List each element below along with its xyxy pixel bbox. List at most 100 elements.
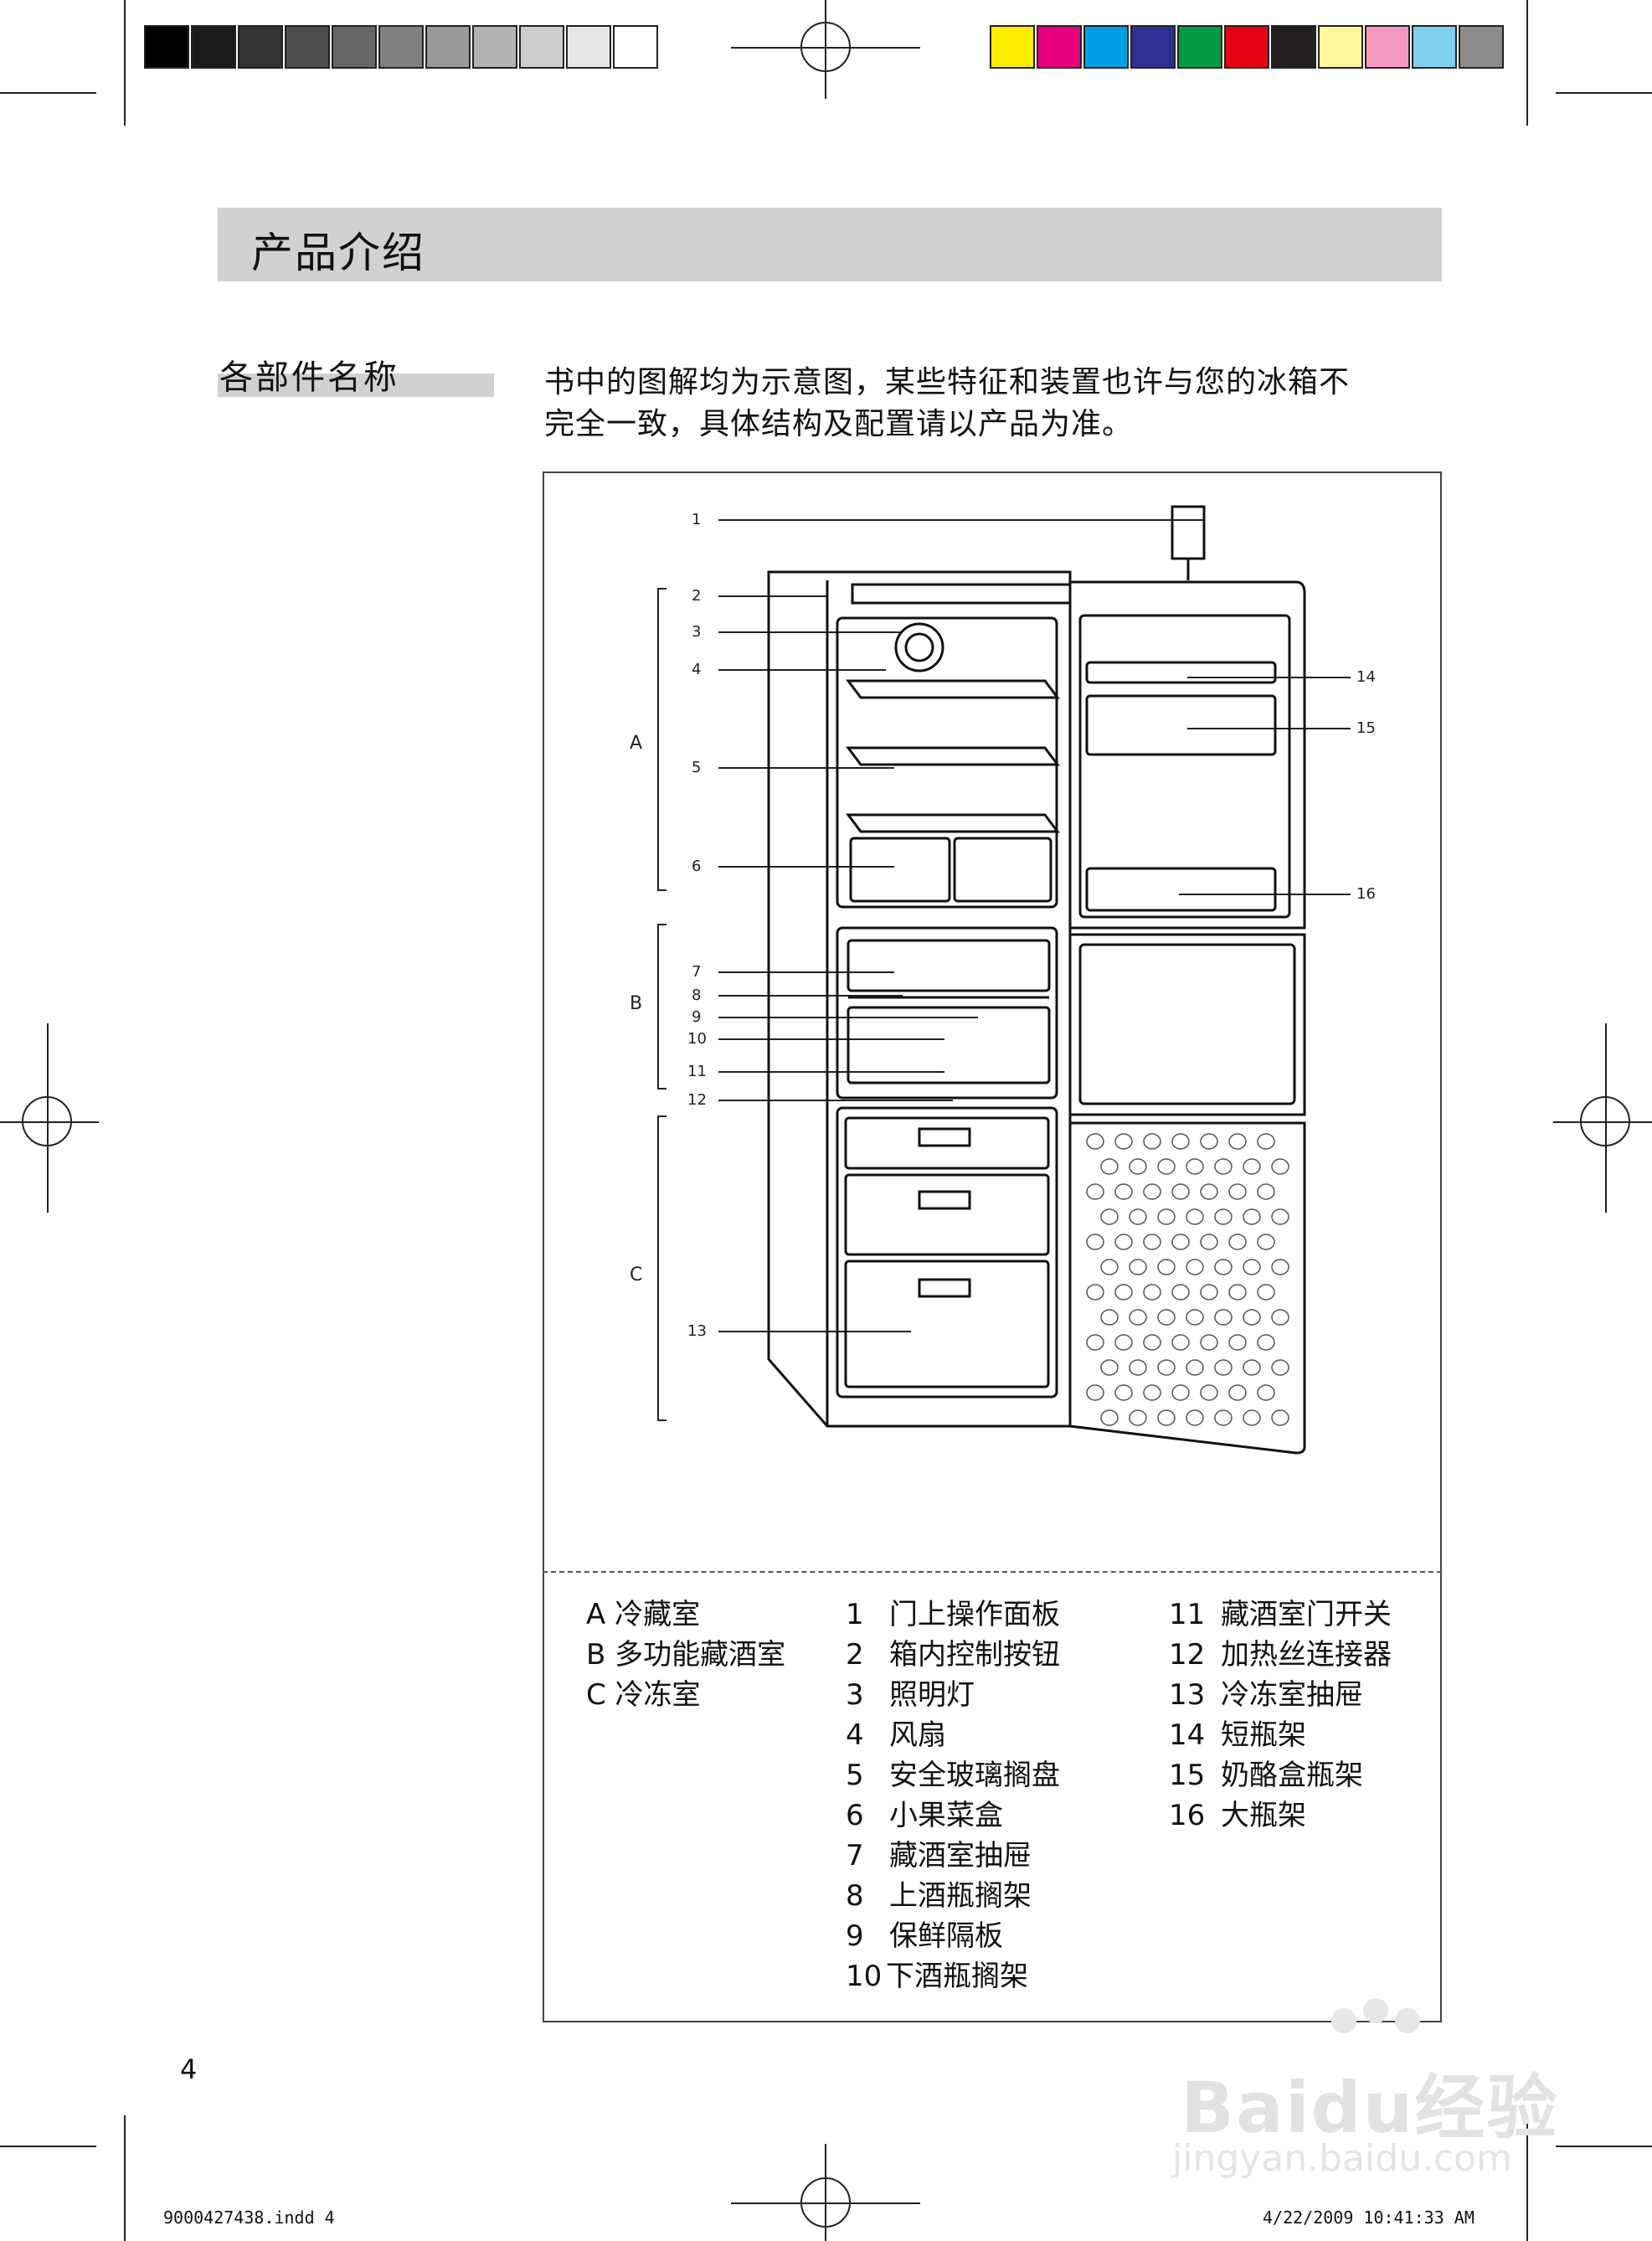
door-bump xyxy=(1243,1409,1261,1426)
door-bump xyxy=(1228,1284,1247,1301)
door-bump xyxy=(1100,1259,1119,1275)
door-bump xyxy=(1271,1409,1289,1426)
door-bump xyxy=(1228,1234,1247,1250)
crisper-right xyxy=(953,837,1052,903)
door-bump xyxy=(1243,1259,1261,1275)
door-bump xyxy=(1243,1309,1261,1326)
fridge-compartment xyxy=(836,616,1058,909)
gray-swatch-3 xyxy=(285,25,330,69)
callout-5: 5 xyxy=(692,759,702,776)
zone-bracket-a xyxy=(657,588,666,891)
door-bump xyxy=(1157,1359,1176,1376)
cheese-box-rack xyxy=(1085,694,1277,756)
door-bump xyxy=(1228,1133,1247,1150)
door-bump xyxy=(1214,1158,1233,1175)
door-bump xyxy=(1243,1359,1261,1376)
wine-drawer-upper xyxy=(847,939,1051,992)
short-bottle-rack xyxy=(1085,661,1277,684)
legend-zone-c: C 冷冻室 xyxy=(586,1678,701,1712)
zone-bracket-c xyxy=(657,1115,666,1421)
door-bump xyxy=(1214,1359,1233,1376)
callout-6: 6 xyxy=(692,858,702,875)
color-swatch-6 xyxy=(1271,25,1316,69)
door-bump xyxy=(1214,1409,1233,1426)
watermark-url: jingyan.baidu.com xyxy=(1172,2137,1513,2180)
door-bump xyxy=(1143,1133,1161,1150)
color-bar xyxy=(990,25,1505,69)
door-bump xyxy=(1114,1234,1133,1250)
door-bump xyxy=(1257,1384,1275,1401)
grayscale-bar xyxy=(144,25,660,69)
door-bump xyxy=(1186,1409,1204,1426)
color-swatch-3 xyxy=(1130,25,1176,69)
door-bump xyxy=(1200,1284,1218,1301)
legend-zone-a: A 冷藏室 xyxy=(586,1598,701,1631)
control-strip xyxy=(851,583,1072,605)
gray-swatch-10 xyxy=(613,25,658,69)
gray-swatch-8 xyxy=(519,25,564,69)
door-bump xyxy=(1214,1309,1233,1326)
crisper-left xyxy=(849,837,951,903)
callout-9: 9 xyxy=(692,1008,702,1026)
door-bump xyxy=(1086,1234,1104,1250)
door-bump xyxy=(1186,1259,1204,1275)
callout-13: 13 xyxy=(687,1322,707,1340)
page-number: 4 xyxy=(180,2053,198,2085)
door-bump xyxy=(1114,1183,1133,1200)
door-bump xyxy=(1257,1234,1275,1250)
door-bump xyxy=(1171,1334,1190,1351)
callout-8: 8 xyxy=(692,987,702,1004)
door-bump xyxy=(1143,1234,1161,1250)
door-bump xyxy=(1186,1208,1204,1225)
callout-10: 10 xyxy=(687,1030,707,1048)
glass-shelf-middle xyxy=(846,746,1060,766)
door-bump xyxy=(1129,1208,1147,1225)
callout-3: 3 xyxy=(692,623,702,641)
door-bump xyxy=(1228,1183,1247,1200)
door-bump xyxy=(1100,1158,1119,1175)
page-title: 产品介绍 xyxy=(251,229,425,277)
door-bump xyxy=(1271,1309,1289,1326)
fridge-cabinet xyxy=(767,570,1072,1428)
wine-compartment xyxy=(836,926,1058,1100)
diagram-frame xyxy=(543,471,1442,2022)
door-bump xyxy=(1271,1259,1289,1275)
door-bump xyxy=(1243,1208,1261,1225)
color-swatch-0 xyxy=(990,25,1035,69)
fridge-diagram xyxy=(657,505,1351,1455)
door-bump xyxy=(1100,1309,1119,1326)
door-bump xyxy=(1086,1334,1104,1351)
gray-swatch-5 xyxy=(378,25,424,69)
color-swatch-10 xyxy=(1459,25,1504,69)
door-bump xyxy=(1214,1259,1233,1275)
section-header-bar: 产品介绍 xyxy=(218,208,1442,281)
door-bump xyxy=(1129,1259,1147,1275)
door-bump xyxy=(1157,1409,1176,1426)
door-bump xyxy=(1086,1183,1104,1200)
gray-swatch-2 xyxy=(238,25,283,69)
callout-11: 11 xyxy=(687,1063,707,1080)
door-bump xyxy=(1186,1359,1204,1376)
door-bump xyxy=(1228,1384,1247,1401)
door-bump xyxy=(1271,1158,1289,1175)
door-bump xyxy=(1114,1334,1133,1351)
color-swatch-7 xyxy=(1318,25,1363,69)
legend-divider xyxy=(543,1571,1442,1573)
intro-line-1: 书中的图解均为示意图，某些特征和装置也许与您的冰箱不 xyxy=(544,365,1351,399)
color-swatch-4 xyxy=(1177,25,1222,69)
door-bump xyxy=(1157,1259,1176,1275)
gray-swatch-4 xyxy=(332,25,377,69)
callout-7: 7 xyxy=(692,963,702,981)
door-bump xyxy=(1243,1158,1261,1175)
